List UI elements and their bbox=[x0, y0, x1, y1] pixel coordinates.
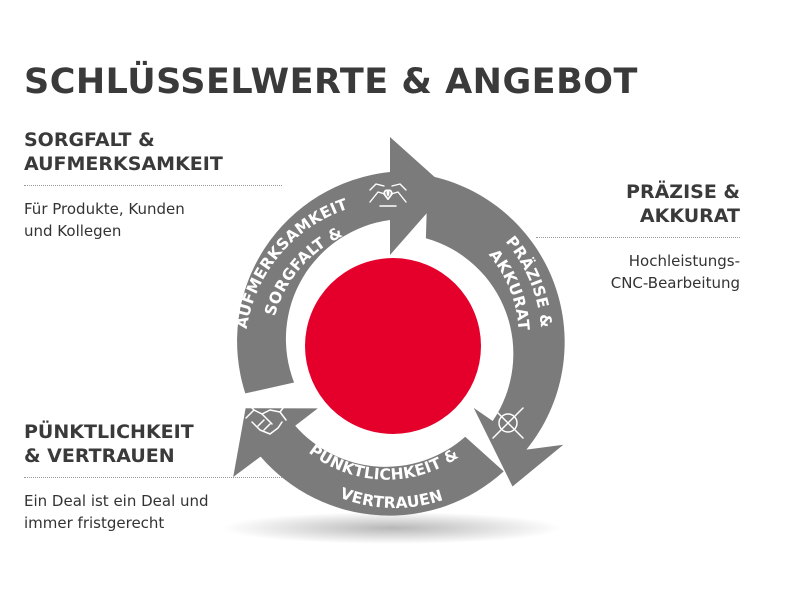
dotted-divider bbox=[24, 477, 282, 478]
heading-line: AUFMERKSAMKEIT bbox=[24, 153, 223, 175]
description-line: immer fristgerecht bbox=[24, 514, 165, 532]
heading-line: & VERTRAUEN bbox=[24, 445, 175, 467]
cycle-arrow-puenktlichkeit bbox=[233, 408, 504, 516]
page-title: SCHLÜSSELWERTE & ANGEBOT bbox=[24, 62, 638, 102]
crosshair-icon bbox=[492, 407, 524, 439]
cycle-arrow-sorgfalt bbox=[237, 137, 448, 394]
cycle-arrow-praezise bbox=[425, 175, 565, 487]
heading-line: SORGFALT & bbox=[24, 129, 155, 151]
value-heading: PÜNKTLICHKEIT & VERTRAUEN bbox=[24, 420, 282, 468]
dotted-divider bbox=[536, 237, 740, 238]
value-description: Ein Deal ist ein Deal und immer fristger… bbox=[24, 490, 282, 534]
value-block-puenktlichkeit: PÜNKTLICHKEIT & VERTRAUEN Ein Deal ist e… bbox=[24, 420, 282, 534]
value-description: Hochleistungs- CNC-Bearbeitung bbox=[536, 250, 740, 294]
value-block-praezise: PRÄZISE & AKKURAT Hochleistungs- CNC-Bea… bbox=[536, 180, 740, 294]
dotted-divider bbox=[24, 185, 282, 186]
description-line: Hochleistungs- bbox=[628, 252, 740, 270]
description-line: Für Produkte, Kunden bbox=[24, 200, 185, 218]
value-block-sorgfalt: SORGFALT & AUFMERKSAMKEIT Für Produkte, … bbox=[24, 128, 282, 242]
value-description: Für Produkte, Kunden und Kollegen bbox=[24, 198, 282, 242]
center-circle bbox=[305, 258, 481, 434]
ring-shadow bbox=[222, 512, 562, 544]
heading-line: AKKURAT bbox=[639, 205, 740, 227]
handshake-icon bbox=[245, 401, 287, 435]
description-line: CNC-Bearbeitung bbox=[610, 274, 740, 292]
value-heading: PRÄZISE & AKKURAT bbox=[536, 180, 740, 228]
heading-line: PRÄZISE & bbox=[626, 181, 740, 203]
value-heading: SORGFALT & AUFMERKSAMKEIT bbox=[24, 128, 282, 176]
description-line: und Kollegen bbox=[24, 222, 122, 240]
heading-line: PÜNKTLICHKEIT bbox=[24, 421, 194, 443]
hands-heart-icon bbox=[369, 183, 407, 207]
description-line: Ein Deal ist ein Deal und bbox=[24, 492, 209, 510]
